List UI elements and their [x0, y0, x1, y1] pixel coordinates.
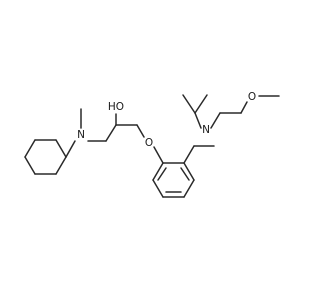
bond — [194, 94, 208, 114]
bond — [105, 124, 117, 142]
bond — [183, 145, 195, 164]
bond — [55, 156, 67, 175]
amine-isopropyl-label: N — [202, 124, 210, 136]
bond — [157, 167, 167, 181]
ether-oxygen-label: O — [145, 137, 153, 149]
bond — [210, 112, 221, 129]
bond — [55, 139, 67, 158]
bonds — [24, 94, 280, 198]
bond — [240, 101, 248, 114]
amine-methylcyclohexyl-label: N — [77, 129, 85, 141]
atom-labels: HO O N N O — [77, 91, 256, 149]
bond — [152, 179, 164, 198]
bond — [24, 156, 36, 175]
bond — [153, 146, 164, 164]
bond — [182, 94, 196, 114]
bond — [194, 112, 202, 129]
bond — [65, 140, 76, 158]
hydroxyl-label: HO — [108, 101, 124, 113]
methoxy-oxygen-label: O — [248, 91, 256, 103]
bond — [136, 124, 145, 138]
bond — [183, 162, 195, 181]
bond — [180, 167, 190, 181]
bond — [152, 162, 164, 181]
molecule-structure-canvas: HO O N N O — [24, 91, 280, 198]
molecule-structure: HO O N N O — [24, 91, 280, 198]
bond — [24, 139, 36, 158]
bond — [183, 179, 195, 198]
